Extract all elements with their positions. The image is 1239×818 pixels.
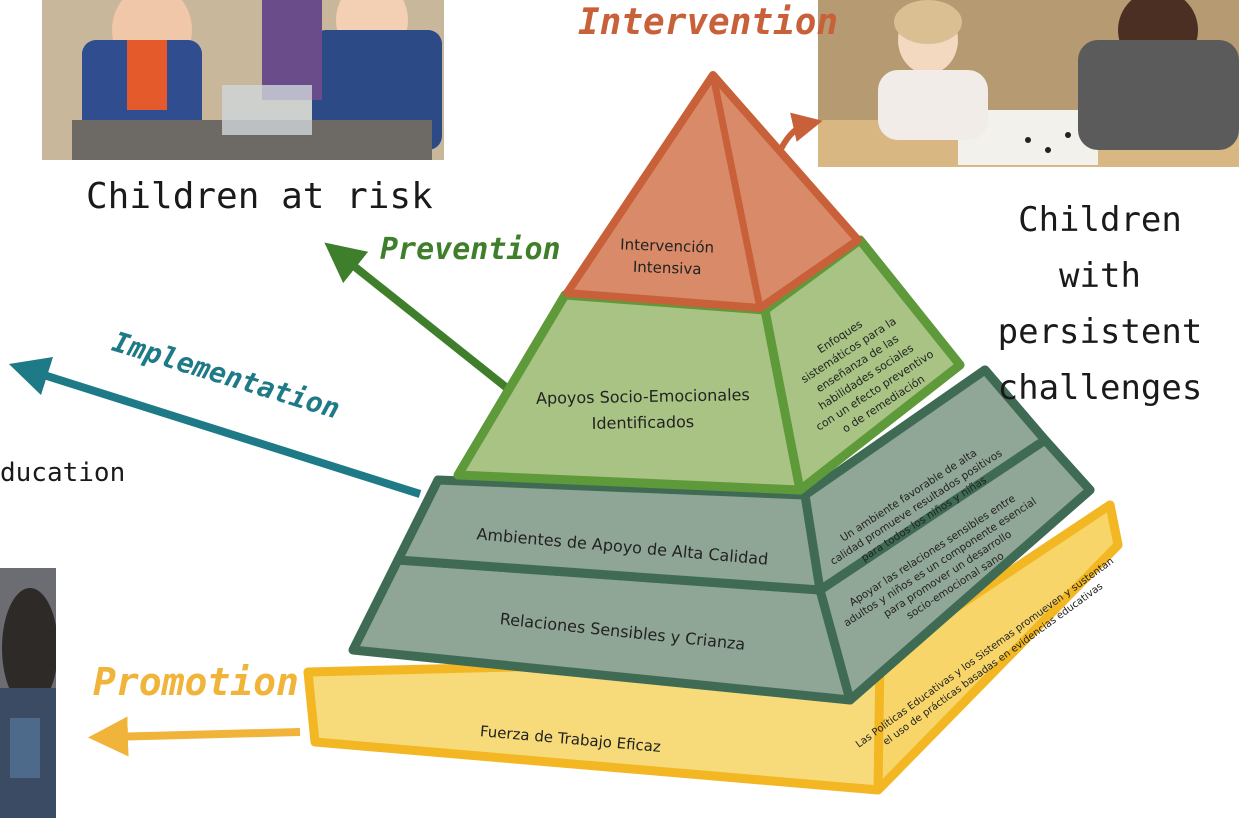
education-caption: ducation bbox=[0, 458, 126, 488]
prevention-heading: Prevention bbox=[380, 232, 561, 267]
intensive-label-1: Intervención bbox=[620, 235, 714, 256]
caption-line: persistent bbox=[997, 312, 1203, 352]
children-persistent-caption: Children with persistent challenges bbox=[970, 192, 1230, 416]
tier-ambientes-side bbox=[800, 365, 1050, 595]
student-photo bbox=[0, 568, 56, 818]
promotion-heading: Promotion bbox=[93, 660, 299, 704]
child-adult-photo-icon bbox=[818, 0, 1239, 167]
tier-intensive-edge bbox=[709, 74, 764, 309]
intensive-label-2: Intensiva bbox=[633, 258, 702, 278]
tier-intensive bbox=[563, 71, 862, 312]
implementation-arrow bbox=[8, 356, 422, 498]
socio-label-2: Identificados bbox=[591, 412, 694, 433]
prevention-arrow bbox=[324, 242, 515, 396]
children-persistent-photo bbox=[818, 0, 1239, 167]
caption-line: Children with bbox=[1018, 200, 1182, 296]
children-at-risk-caption: Children at risk bbox=[86, 176, 433, 217]
student-photo-icon bbox=[0, 568, 56, 818]
promotion-arrow bbox=[88, 716, 301, 757]
children-at-risk-photo bbox=[42, 0, 444, 160]
caption-line: challenges bbox=[997, 368, 1203, 408]
socio-label-1: Apoyos Socio-Emocionales bbox=[536, 385, 750, 408]
children-photo-icon bbox=[42, 0, 444, 160]
tier-fuerza-side bbox=[873, 500, 1123, 795]
intervention-heading: Intervention bbox=[578, 2, 839, 43]
